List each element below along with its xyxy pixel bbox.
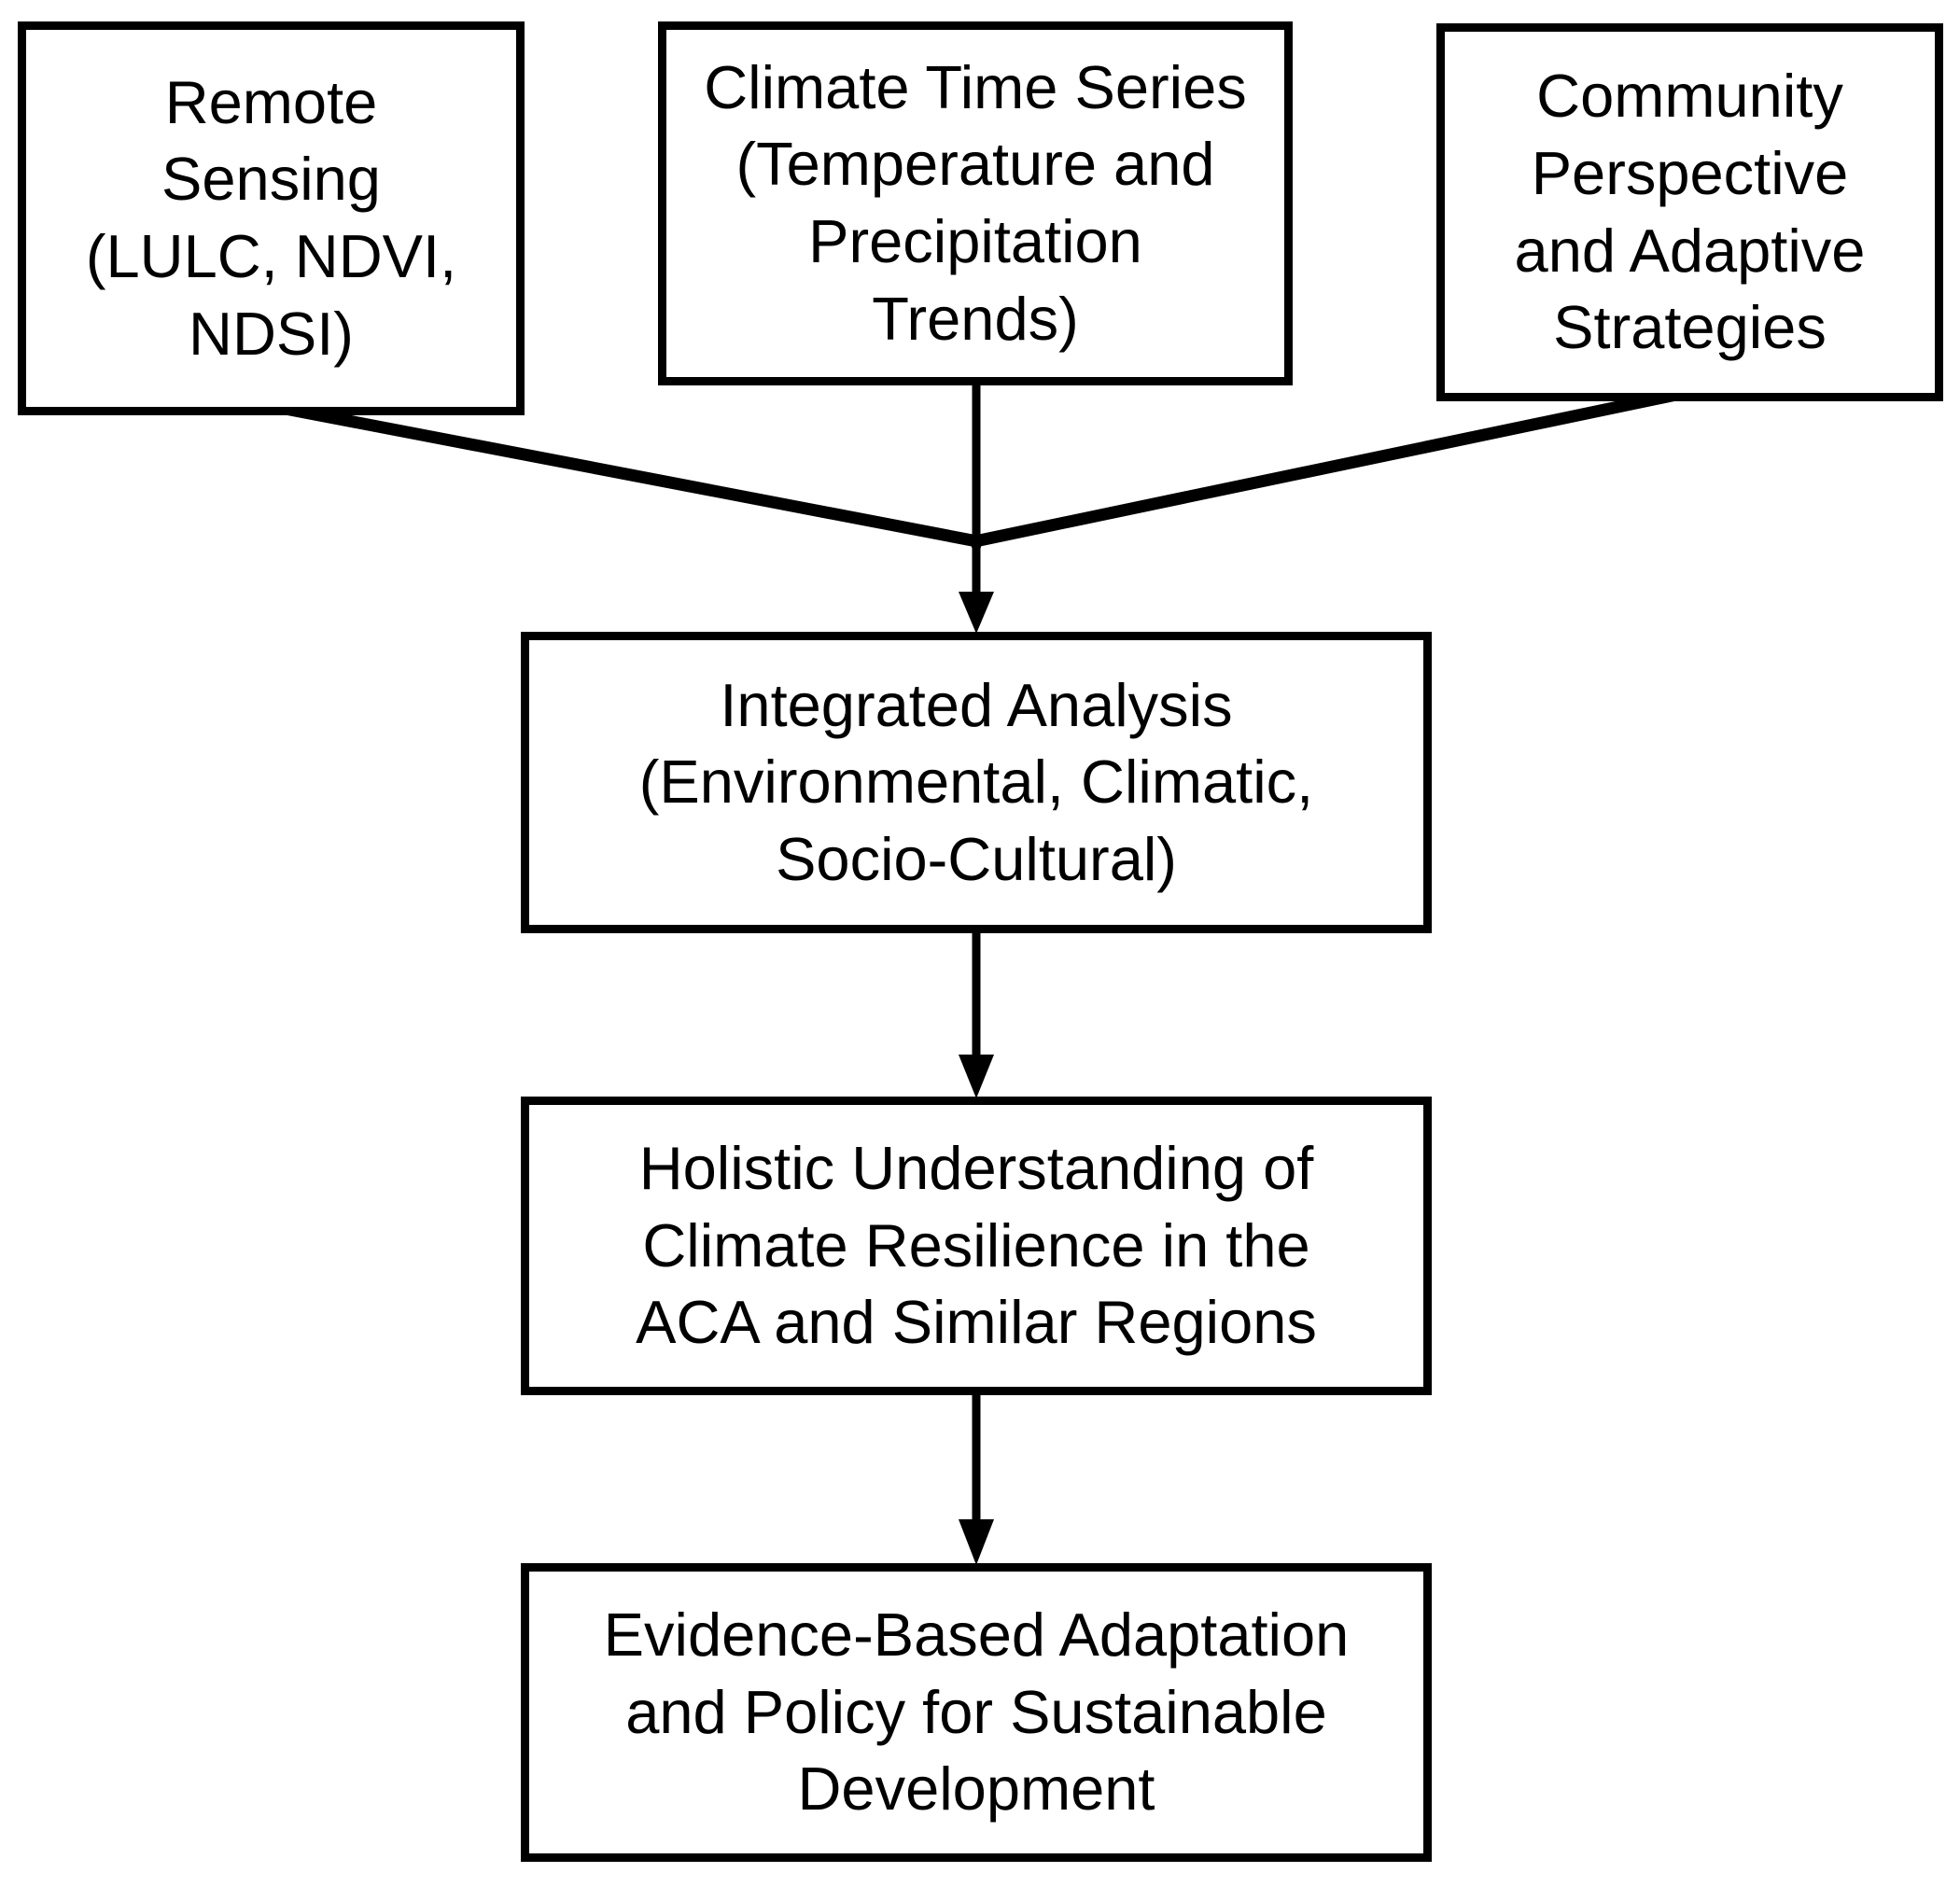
node-community-perspective: Community Perspective and Adaptive Strat… [1436, 23, 1943, 401]
node-evidence-based-adaptation: Evidence-Based Adaptation and Policy for… [521, 1563, 1432, 1862]
node-community-perspective-label: Community Perspective and Adaptive Strat… [1514, 62, 1866, 362]
node-holistic-understanding-label: Holistic Understanding of Climate Resili… [636, 1134, 1317, 1357]
arrowhead-into-integrated-icon [959, 592, 994, 634]
node-climate-time-series-label: Climate Time Series (Temperature and Pre… [704, 52, 1247, 353]
node-holistic-understanding: Holistic Understanding of Climate Resili… [521, 1097, 1432, 1395]
edge-line-community-to-merge [969, 385, 1691, 549]
node-evidence-based-adaptation-label: Evidence-Based Adaptation and Policy for… [603, 1600, 1350, 1824]
node-remote-sensing: Remote Sensing (LULC, NDVI, NDSI) [18, 21, 525, 415]
arrowhead-into-evidence-icon [959, 1519, 994, 1565]
node-integrated-analysis: Integrated Analysis (Environmental, Clim… [521, 632, 1432, 933]
arrowhead-into-holistic-icon [959, 1055, 994, 1098]
edge-line-remote-to-merge [269, 399, 984, 549]
node-integrated-analysis-label: Integrated Analysis (Environmental, Clim… [638, 670, 1314, 893]
node-remote-sensing-label: Remote Sensing (LULC, NDVI, NDSI) [85, 67, 457, 368]
node-climate-time-series: Climate Time Series (Temperature and Pre… [658, 21, 1293, 385]
